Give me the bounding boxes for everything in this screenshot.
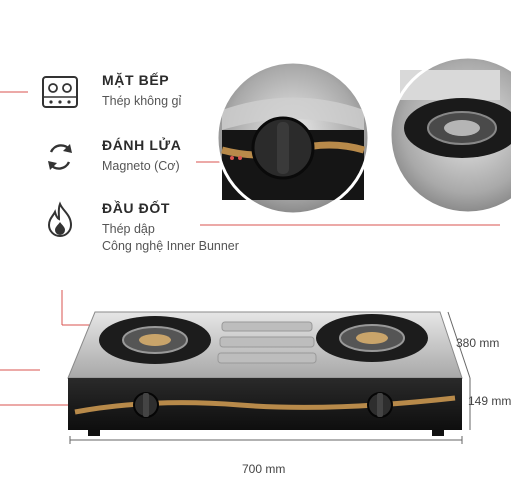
flame-icon bbox=[40, 200, 80, 240]
feature-desc-line: Công nghệ Inner Bunner bbox=[102, 239, 239, 253]
feature-title: ĐẦU ĐỐT bbox=[102, 200, 170, 216]
feature-title: MẶT BẾP bbox=[102, 72, 170, 88]
feature-title: ĐÁNH LỬA bbox=[102, 137, 182, 153]
knob-zoom-circle bbox=[215, 60, 371, 216]
depth-dimension-label: 380 mm bbox=[456, 336, 500, 350]
feature-desc: Magneto (Cơ) bbox=[102, 159, 180, 173]
feature-desc: Thép không gỉ bbox=[102, 94, 182, 108]
feature-desc-line: Thép dập bbox=[102, 222, 155, 236]
gas-stove bbox=[67, 311, 463, 436]
ignition-cycle-icon bbox=[40, 137, 80, 177]
product-illustration bbox=[0, 55, 511, 444]
feature-ignition: ĐÁNH LỬA Magneto (Cơ) bbox=[40, 137, 181, 177]
dimension-lines bbox=[69, 311, 471, 444]
height-dimension-label: 149 mm bbox=[468, 394, 511, 408]
feature-desc: Thép dập Công nghệ Inner Bunner bbox=[102, 221, 239, 255]
feature-cooktop: MẶT BẾP Thép không gỉ bbox=[40, 72, 181, 112]
feature-burner: ĐẦU ĐỐT Thép dập Công nghệ Inner Bunner bbox=[40, 200, 239, 255]
width-dimension-label: 700 mm bbox=[242, 462, 286, 476]
cooktop-surface-icon bbox=[40, 72, 80, 112]
burner-zoom-circle bbox=[388, 55, 511, 215]
